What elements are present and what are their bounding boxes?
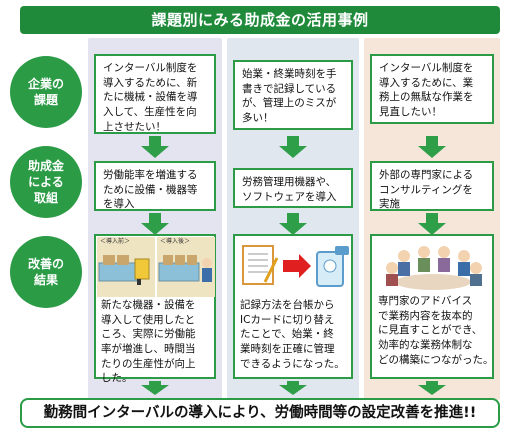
row-label-result: 改善の 結果 — [10, 236, 82, 308]
issue-box-3: インターバル制度を 導入するために、業 務上の無駄な作業を 見直したい！ — [370, 54, 494, 124]
issue-box-2: 始業・終業時刻を手 書きで記録している が、管理上のミスが 多い！ — [233, 60, 353, 130]
result-text-2: 記録方法を台帳から ICカードに切り替え たことで、始業・終 業時刻を正確に管理… — [240, 299, 345, 370]
measure-box-1: 労働能率を増進する ために設備・機器等 を導入 — [94, 161, 216, 211]
before-label: ＜導入前＞ — [100, 238, 131, 245]
conclusion-banner: 勤務間インターバルの導入により、労働時間等の設定改善を推進!! — [20, 398, 500, 428]
after-label: ＜導入後＞ — [160, 238, 191, 245]
row-label-issue: 企業の 課題 — [10, 56, 82, 128]
result-box-1: ＜導入前＞ ＜導入後＞ 新たな機器・設備を 導入して使用したと ころ、実際に労働… — [94, 234, 216, 384]
result-text-1: 新たな機器・設備を 導入して使用したと ころ、実際に労働能 率が増進し、時間当 … — [101, 299, 196, 385]
diagram-title: 課題別にみる助成金の活用事例 — [20, 6, 500, 34]
measure-box-3: 外部の専門家による コンサルティングを 実施 — [370, 161, 494, 211]
issue-box-1: インターバル制度を 導入するために、新 たに機械・設備を導 入して、生産性を向 … — [94, 54, 216, 134]
result-box-2: 記録方法を台帳から ICカードに切り替え たことで、始業・終 業時刻を正確に管理… — [233, 234, 353, 379]
measure-box-2: 労務管理用機器や、 ソフトウェアを導入 — [233, 168, 353, 208]
consulting-meeting-illustration — [386, 246, 482, 290]
ledger-to-ic-card-illustration — [242, 245, 349, 287]
row-label-measure: 助成金 による 取組 — [10, 146, 82, 218]
result-text-3: 専門家のアドバイス で業務内容を抜本的 に見直すことができ、 効率的な業務体制な… — [378, 295, 494, 366]
factory-machinery-illustration — [97, 237, 215, 297]
result-box-3: 専門家のアドバイス で業務内容を抜本的 に見直すことができ、 効率的な業務体制な… — [370, 234, 494, 379]
